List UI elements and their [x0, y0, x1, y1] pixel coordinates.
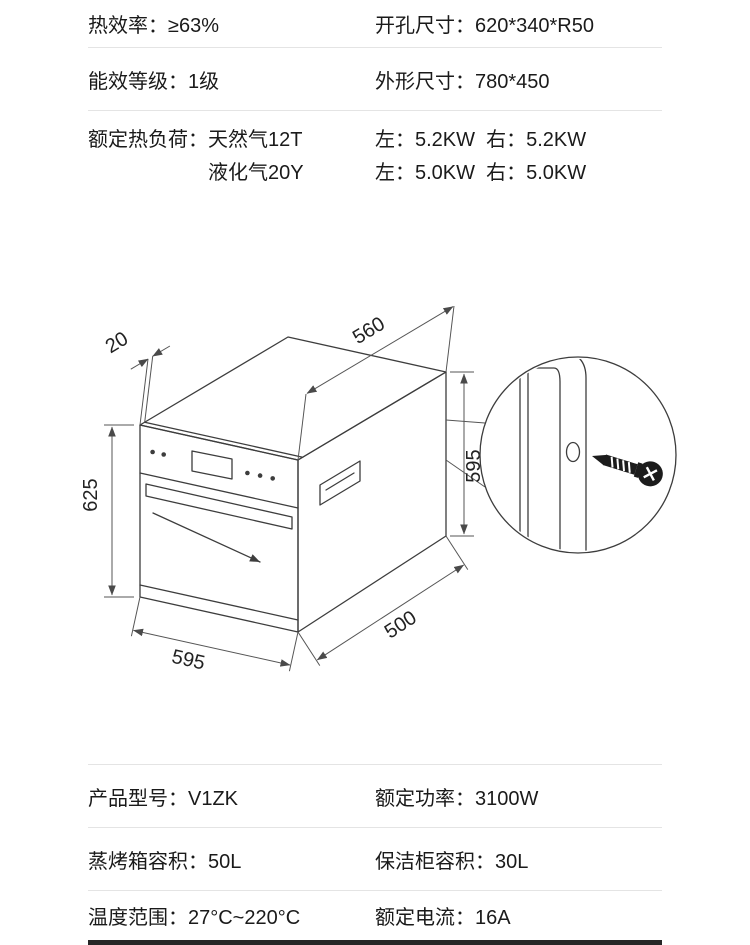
screw-hole	[565, 441, 581, 463]
mounting-flange-section	[482, 359, 587, 551]
spec-value-power-lpg: 左：5.0KW 右：5.0KW	[375, 162, 587, 184]
spec-value-gas-natural: 天然气12T	[208, 129, 303, 151]
spec-item-heat-load: 额定热负荷： 天然气12T 液化气20Y	[88, 124, 375, 190]
spec-value-lines: 左：5.2KW 右：5.2KW 左：5.0KW 右：5.0KW	[375, 124, 662, 190]
dim-label-flange: 20	[102, 328, 132, 358]
side-vent-inner-line	[325, 472, 355, 491]
spec-value-power-ng: 左：5.2KW 右：5.2KW	[375, 129, 587, 151]
side-vent-cutout	[319, 460, 361, 506]
spec-table-top: 热效率：≥63% 开孔尺寸：620*340*R50 能效等级：1级 外形尺寸：7…	[88, 0, 662, 207]
spec-row: 蒸烤箱容积：50L 保洁柜容积：30L	[88, 828, 662, 891]
detail-leader-line-bottom	[445, 459, 486, 488]
detail-leader-line-top	[445, 419, 486, 424]
dim-label-front-width: 595	[170, 646, 207, 675]
oven-top-face	[139, 336, 447, 461]
door-bottom-line	[139, 584, 299, 621]
door-arrowhead	[249, 554, 260, 562]
dim-label-top-depth: 560	[349, 313, 389, 349]
control-buttons	[150, 449, 276, 481]
screw-icon	[592, 454, 663, 487]
spec-item-burner-power: 左：5.2KW 右：5.2KW 左：5.0KW 右：5.0KW	[375, 124, 662, 190]
detail-callout	[479, 356, 677, 554]
control-display	[191, 450, 233, 480]
control-panel-separator	[139, 472, 299, 509]
spec-label: 额定热负荷：	[88, 129, 208, 151]
spec-item-thermal-efficiency: 热效率：≥63%	[88, 15, 220, 37]
spec-row: 额定热负荷： 天然气12T 液化气20Y 左：5.2KW 右：5.2KW 左：5…	[88, 111, 662, 207]
spec-item-rated-power: 额定功率：3100W	[375, 787, 539, 810]
detail-circle	[479, 356, 677, 554]
spec-value-lines: 天然气12T 液化气20Y	[208, 124, 304, 190]
door-handle	[145, 483, 293, 530]
door-reflection-line	[152, 512, 261, 563]
spec-item-outer-size: 外形尺寸：780*450	[375, 70, 550, 93]
spec-value-gas-lpg: 液化气20Y	[208, 162, 304, 184]
spec-row: 温度范围：27°C~220°C 额定电流：16A	[88, 891, 662, 940]
dim-label-bottom-depth: 500	[381, 607, 421, 644]
spec-item-cabinet-capacity: 保洁柜容积：30L	[375, 850, 529, 873]
diagram-section: 625 595 560 20 595 500	[0, 270, 750, 750]
oven-drawing	[139, 336, 447, 633]
spec-item-oven-capacity: 蒸烤箱容积：50L	[88, 850, 242, 873]
spec-item-energy-rating: 能效等级：1级	[88, 70, 220, 93]
dimension-lines	[104, 305, 486, 672]
spec-item-cutout-size: 开孔尺寸：620*340*R50	[375, 15, 594, 37]
spec-row: 热效率：≥63% 开孔尺寸：620*340*R50	[88, 0, 662, 48]
dim-label-front-height: 625	[80, 478, 102, 511]
installation-dimension-diagram: 625 595 560 20 595 500	[80, 305, 677, 675]
spec-row: 能效等级：1级 外形尺寸：780*450	[88, 48, 662, 111]
spec-row: 产品型号：V1ZK 额定功率：3100W	[88, 765, 662, 828]
top-flange-line	[144, 421, 304, 458]
spec-item-rated-current: 额定电流：16A	[375, 907, 511, 929]
spec-item-temp-range: 温度范围：27°C~220°C	[88, 907, 301, 929]
spec-table-bottom: 产品型号：V1ZK 额定功率：3100W 蒸烤箱容积：50L 保洁柜容积：30L…	[88, 764, 662, 940]
spec-item-model: 产品型号：V1ZK	[88, 787, 239, 810]
